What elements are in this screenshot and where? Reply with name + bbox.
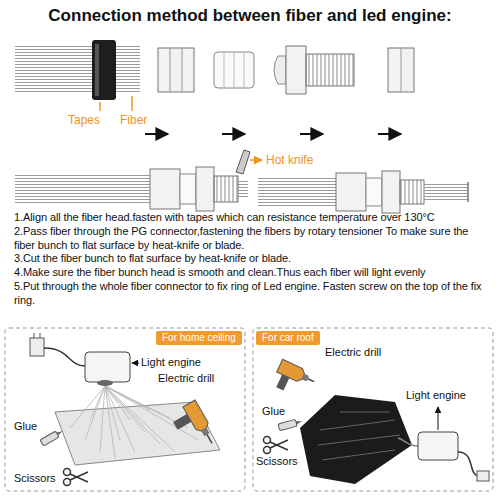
electric-drill <box>271 359 317 400</box>
scissors <box>64 469 89 486</box>
parts-row <box>15 40 414 134</box>
part-label: Fiber <box>120 113 147 127</box>
fiber-bundle <box>15 46 140 94</box>
instruction-step: 5.Put through the whole fiber connector … <box>14 280 488 308</box>
lock-nut <box>388 48 414 92</box>
component-label: Light engine <box>141 356 201 369</box>
tool-label: Electric drill <box>158 372 214 385</box>
instruction-step: 3.Cut the fiber bunch to flat surface by… <box>14 252 488 266</box>
hot-knife <box>236 150 250 174</box>
tag-text: For home ceiling <box>162 332 236 344</box>
tool-label: Glue <box>262 405 285 418</box>
tool-label: Glue <box>14 420 37 433</box>
tool-label: Scissors <box>256 455 298 468</box>
title: Connection method between fiber and led … <box>48 6 451 26</box>
assembly-row <box>15 150 468 213</box>
seal-insert <box>214 52 254 88</box>
wall-plug <box>30 338 44 356</box>
fibers <box>70 386 198 458</box>
car-roof <box>300 395 412 484</box>
panel-tag: For car roof <box>256 331 320 345</box>
tool-label: Scissors <box>14 472 56 485</box>
panel-frame <box>253 328 493 491</box>
instruction-step: 4.Make sure the fiber bunch head is smoo… <box>14 266 488 280</box>
glue-tube <box>40 428 64 446</box>
part-label: Tapes <box>68 113 100 127</box>
component-label: Light engine <box>406 389 466 402</box>
cap-nut <box>158 48 194 92</box>
panel-frame <box>5 328 245 491</box>
scissors <box>264 437 289 454</box>
tape <box>92 40 116 100</box>
tag-text: For car roof <box>262 332 314 344</box>
gland-body <box>274 46 354 94</box>
tool-label: Electric drill <box>325 346 381 359</box>
electric-drill <box>169 400 218 455</box>
instruction-list: 1.Align all the fiber head.fasten with t… <box>14 211 488 307</box>
usage-panels <box>5 328 493 491</box>
panel-tag: For home ceiling <box>156 331 242 345</box>
glue-tube <box>278 418 303 431</box>
tool-label: Hot knife <box>266 153 313 167</box>
instruction-step: 1.Align all the fiber head.fasten with t… <box>14 211 488 225</box>
light-engine <box>85 352 130 382</box>
instruction-step: 2.Pass fiber through the PG connector,fa… <box>14 225 488 253</box>
light-engine <box>418 432 458 460</box>
